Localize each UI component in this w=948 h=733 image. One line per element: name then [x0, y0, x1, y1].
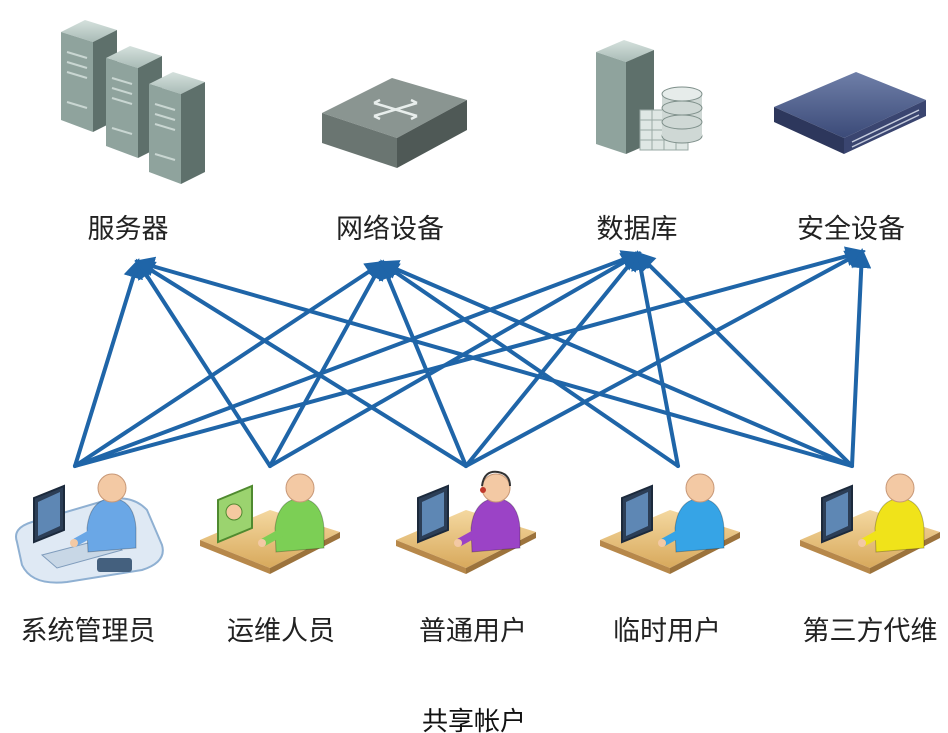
- arrow-thirdparty-to-server: [134, 256, 854, 468]
- arrow-ops-to-database: [268, 252, 642, 468]
- ops-user-icon: [200, 473, 340, 574]
- user-label-regular: 普通用户: [419, 616, 527, 647]
- resource-label-database: 数据库: [597, 214, 678, 245]
- arrow-regular-to-database: [464, 250, 641, 468]
- arrow-sysadmin-to-server: [73, 258, 143, 468]
- resource-label-network: 网络设备: [336, 214, 444, 245]
- arrow-regular-to-server: [134, 259, 468, 468]
- arrow-regular-to-security: [464, 250, 866, 468]
- arrow-regular-to-network: [378, 259, 468, 468]
- admin-user-icon: [15, 473, 164, 584]
- diagram-caption: 共享帐户: [422, 707, 526, 733]
- arrow-thirdparty-to-security: [850, 248, 872, 468]
- arrow-thirdparty-to-database: [635, 251, 854, 468]
- arrow-sysadmin-to-network: [73, 260, 386, 468]
- arrow-thirdparty-to-network: [378, 260, 854, 468]
- network-switch-icon: [322, 78, 467, 168]
- resource-label-server: 服务器: [88, 214, 169, 245]
- arrow-temp-to-network: [378, 260, 680, 468]
- arrow-temp-to-database: [631, 250, 680, 468]
- arrow-sysadmin-to-database: [73, 250, 642, 468]
- user-label-ops: 运维人员: [227, 616, 335, 647]
- arrow-ops-to-server: [135, 258, 272, 468]
- arrow-sysadmin-to-security: [73, 246, 866, 468]
- temp-user-icon: [600, 473, 740, 574]
- connection-arrows: [73, 246, 872, 468]
- arrow-ops-to-network: [268, 259, 384, 468]
- user-label-thirdparty: 第三方代维: [803, 616, 938, 647]
- firewall-appliance-icon: [774, 72, 926, 154]
- server-rack-icon: [61, 20, 205, 184]
- user-label-temp: 临时用户: [613, 616, 721, 647]
- user-label-sysadmin: 系统管理员: [21, 616, 156, 647]
- users-row: [15, 470, 940, 584]
- regular-user-icon: [396, 470, 536, 574]
- resource-label-security: 安全设备: [797, 214, 905, 245]
- database-icon: [596, 40, 703, 154]
- third-party-user-icon: [800, 473, 940, 574]
